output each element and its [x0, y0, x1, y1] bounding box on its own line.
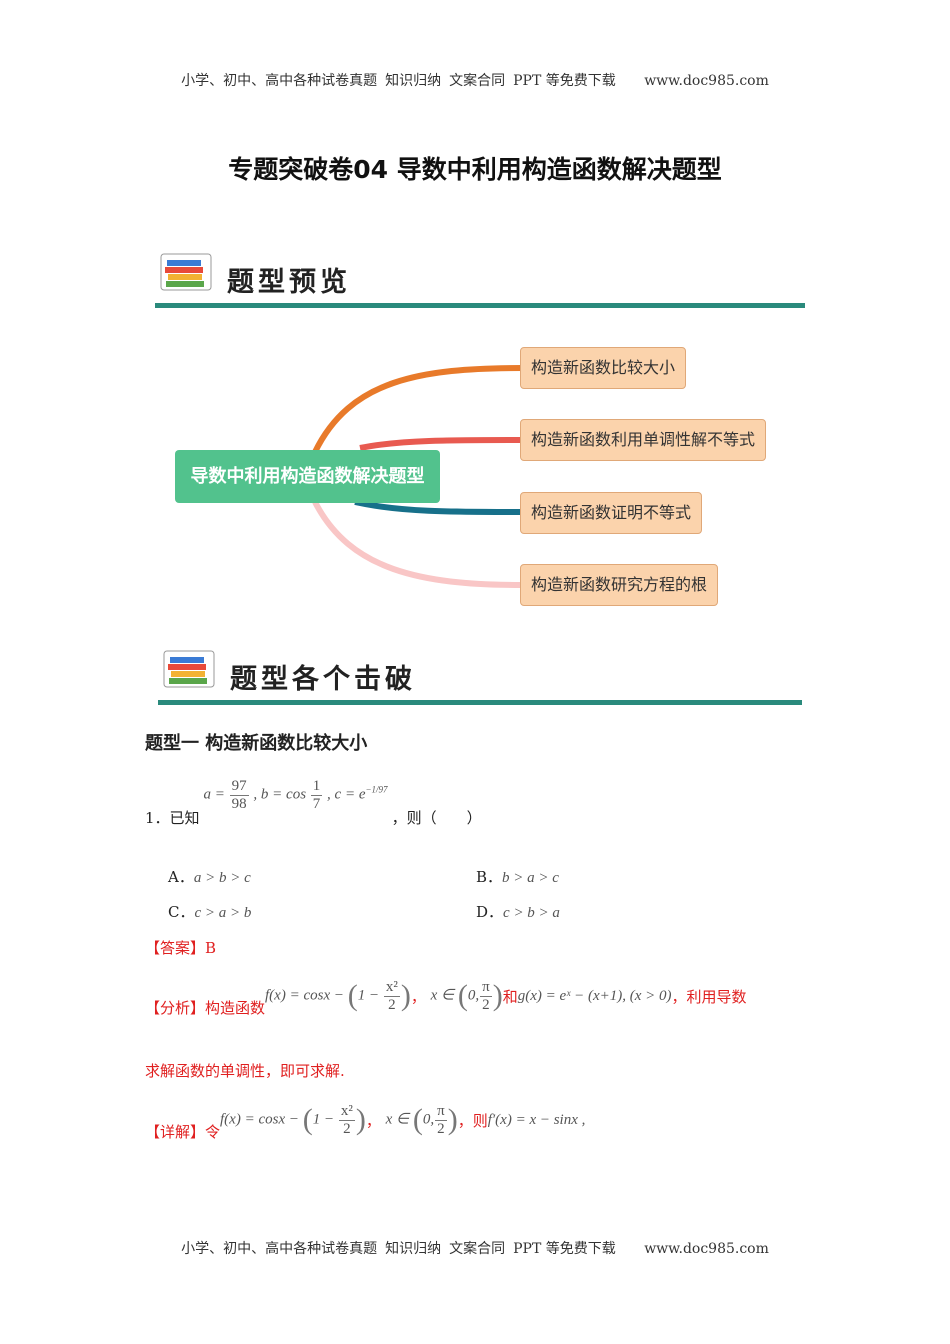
books-icon: [163, 650, 215, 688]
header-text: PPT 等免费下载: [513, 73, 616, 89]
question-tail: ，则（ ）: [391, 809, 482, 827]
math-text: x²: [383, 979, 400, 997]
math-text: 2: [437, 1120, 445, 1137]
math-text: 1: [310, 778, 323, 796]
option-value: c > a > b: [194, 905, 252, 921]
mindmap-node: 构造新函数比较大小: [520, 347, 687, 389]
option-value: c > b > a: [503, 905, 560, 921]
option-value: a > b > c: [193, 870, 251, 886]
text: ，利用导数: [671, 987, 747, 1006]
answer: 【答案】B: [145, 937, 216, 958]
math-text: f(x) = cosx −: [220, 1111, 303, 1128]
section-title: 题型各个击破: [230, 664, 416, 695]
math-text: , c = e: [327, 786, 366, 803]
math-text: f′(x) = x − sinx ,: [487, 1111, 586, 1128]
math-text: x²: [338, 1103, 355, 1121]
option-a[interactable]: A．a > b > c: [168, 866, 251, 887]
section-header-preview: 题型预览: [155, 248, 805, 308]
option-value: b > a > c: [502, 870, 559, 886]
math-text: 98: [231, 795, 247, 812]
math-text: −1/97: [365, 784, 388, 795]
option-key: C．: [168, 903, 195, 921]
page-header: 小学、初中、高中各种试卷真题知识归纳文案合同 PPT 等免费下载 www.doc9…: [0, 70, 950, 90]
math-text: 1 −: [357, 987, 383, 1004]
answer-label: 【答案】: [145, 939, 206, 957]
branch-line-4: [312, 500, 523, 588]
text: 和: [502, 987, 518, 1006]
math-text: π: [435, 1103, 447, 1121]
books-icon: [160, 253, 212, 291]
page-title: 专题突破卷04 导数中利用构造函数解决题型: [228, 155, 722, 184]
math-text: g(x) = eˣ − (x+1), (x > 0): [517, 987, 672, 1004]
math-text: 7: [312, 795, 321, 812]
section-header-types: 题型各个击破: [158, 645, 802, 705]
math-text: 0,: [422, 1111, 435, 1128]
footer-text: 文案合同: [449, 1241, 506, 1257]
option-c[interactable]: C．c > a > b: [168, 901, 251, 922]
footer-text: 小学、初中、高中各种试卷真题: [181, 1241, 378, 1257]
header-text: 文案合同: [449, 73, 506, 89]
question-number: 1．已知: [145, 809, 200, 827]
math-text: 2: [482, 996, 490, 1013]
analysis-line2: 求解函数的单调性，即可求解.: [145, 1062, 345, 1080]
math-text: , b = cos: [253, 786, 307, 803]
text: ，则: [457, 1111, 488, 1130]
option-key: D．: [476, 903, 504, 921]
mindmap-node: 构造新函数研究方程的根: [520, 564, 719, 606]
divider: [155, 303, 805, 308]
footer-link[interactable]: www.doc985.com: [644, 1241, 769, 1257]
math-text: f(x) = cosx −: [265, 987, 348, 1004]
footer-text: 知识归纳: [385, 1241, 442, 1257]
math-text: 1 −: [312, 1111, 338, 1128]
header-text: 知识归纳: [385, 73, 442, 89]
analysis-label: 【分析】构造函数: [145, 999, 266, 1017]
option-key: B．: [476, 868, 503, 886]
math-text: a =: [203, 786, 225, 803]
math-text: π: [480, 979, 492, 997]
divider: [158, 700, 802, 705]
option-d[interactable]: D．c > b > a: [476, 901, 560, 922]
math-text: 2: [388, 996, 396, 1013]
footer-text: PPT 等免费下载: [513, 1241, 616, 1257]
mindmap-connectors: [312, 365, 523, 588]
math-text: x ∈: [385, 1111, 413, 1128]
header-text: 小学、初中、高中各种试卷真题: [181, 73, 378, 89]
section-title: 题型预览: [227, 267, 351, 298]
mindmap-node: 构造新函数证明不等式: [520, 492, 703, 534]
branch-line-1: [312, 365, 523, 454]
math-text: 97: [229, 778, 249, 796]
branch-line-3: [354, 499, 523, 515]
page-footer: 小学、初中、高中各种试卷真题知识归纳文案合同 PPT 等免费下载 www.doc9…: [0, 1238, 950, 1258]
mindmap-center: 导数中利用构造函数解决题型: [175, 450, 440, 503]
type-heading: 题型一 构造新函数比较大小: [145, 733, 368, 754]
math-text: x ∈: [430, 987, 458, 1004]
branch-line-2: [359, 437, 523, 451]
math-text: 2: [343, 1120, 351, 1137]
mindmap-node: 构造新函数利用单调性解不等式: [520, 419, 767, 461]
header-link[interactable]: www.doc985.com: [644, 73, 769, 89]
option-b[interactable]: B．b > a > c: [476, 866, 559, 887]
math-text: 0,: [467, 987, 480, 1004]
option-key: A．: [168, 868, 194, 886]
answer-value: B: [205, 939, 217, 957]
detail-label: 【详解】令: [145, 1123, 221, 1141]
